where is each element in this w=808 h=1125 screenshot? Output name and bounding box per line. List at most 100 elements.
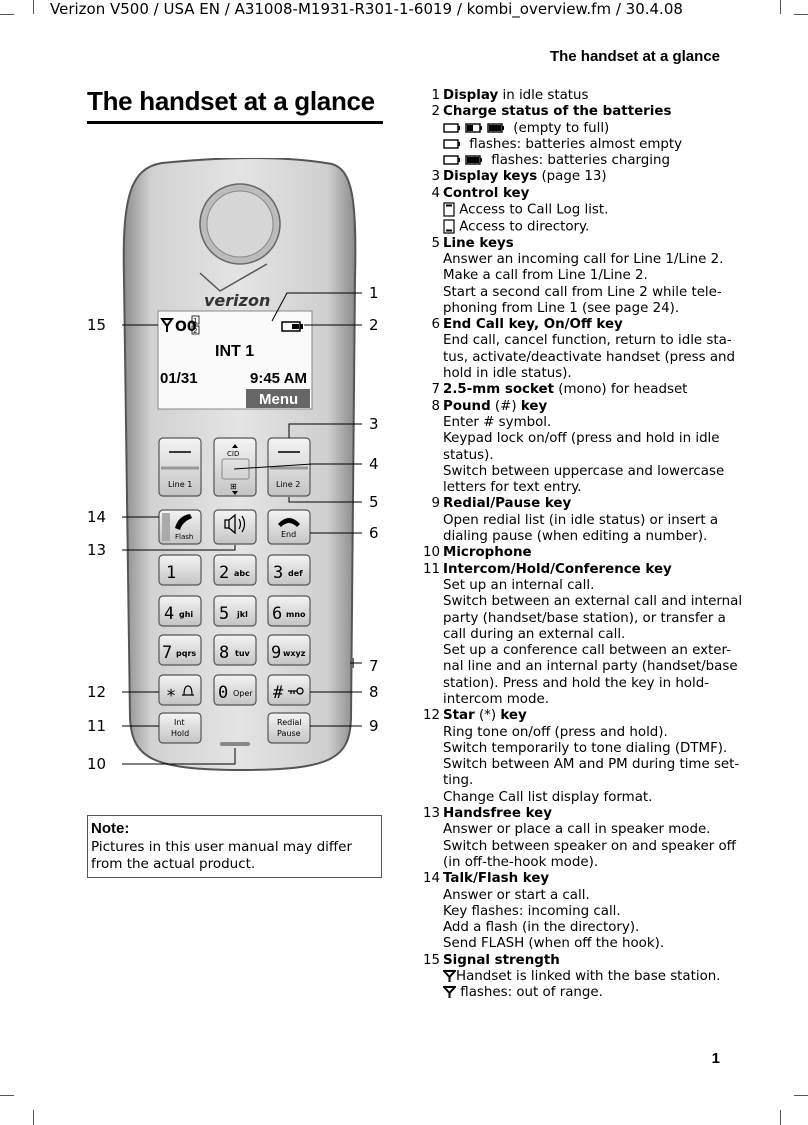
antenna-icon: [160, 318, 174, 332]
screen-date: 01/31: [160, 370, 198, 387]
legend-number: 2: [431, 104, 440, 120]
screen-menu-label: Menu: [259, 391, 298, 408]
svg-text:ghi: ghi: [179, 610, 193, 619]
intercom-hold-key: [158, 712, 202, 744]
running-title: The handset at a glance: [549, 48, 720, 65]
legend-description-text: dialing pause (when editing a number).: [443, 529, 708, 545]
legend-term-suffix: in idle status: [498, 88, 589, 103]
legend-description-text: Switch temporarily to tone dialing (DTMF…: [443, 740, 728, 756]
bell-icon: [182, 685, 194, 696]
legend-description-text: Enter # symbol.: [443, 414, 552, 430]
line-badge-2: 2: [193, 327, 197, 335]
svg-text:4: 4: [164, 604, 174, 624]
legend-number: 12: [422, 708, 440, 724]
legend-term-suffix: (page 13): [537, 169, 607, 185]
key-9: [267, 634, 311, 666]
legend-number: 5: [431, 235, 440, 251]
legend-description-text: Access to Call Log list.: [455, 202, 609, 218]
legend-term: Redial/Pause key: [443, 496, 572, 512]
crop-mark: [780, 0, 781, 14]
legend-description-line: Enter # symbol.: [443, 415, 735, 431]
earpiece: [206, 190, 274, 258]
legend-description-line: End call, cancel function, return to idl…: [443, 333, 735, 349]
legend-term: Display: [443, 88, 499, 103]
legend-description-line: Add a flash (in the directory).: [443, 920, 735, 936]
legend-description-text: status).: [443, 447, 494, 463]
callout-6: 6: [369, 524, 379, 542]
legend-term: Display keys: [443, 169, 538, 185]
key-4: [158, 595, 202, 627]
callout-13: 13: [87, 541, 106, 559]
end-call-icon: [278, 518, 300, 527]
svg-text:7: 7: [162, 643, 172, 663]
legend-term: Microphone: [443, 545, 532, 561]
callout-10: 10: [87, 755, 106, 773]
legend-term: Pound: [443, 398, 491, 414]
legend-description-text: letters for text entry.: [443, 480, 582, 496]
legend-description-line: call during an external call.: [443, 627, 735, 643]
screen-time: 9:45 AM: [250, 370, 307, 387]
legend-term: Intercom/Hold/Conference key: [443, 561, 672, 577]
screen-oo: O0: [175, 319, 197, 335]
legend-description-text: hold in idle status).: [443, 366, 572, 382]
control-key: [213, 437, 257, 497]
legend-description-line: Answer or place a call in speaker mode.: [443, 822, 735, 838]
legend-description-line: station). Press and hold the key in hold…: [443, 676, 735, 692]
legend-description-line: Answer an incoming call for Line 1/Line …: [443, 252, 735, 268]
legend-number: 9: [431, 496, 440, 512]
legend-description-text: Key flashes: incoming call.: [443, 903, 621, 919]
svg-text:Hold: Hold: [171, 729, 189, 738]
legend-description-text: flashes: batteries almost empty: [465, 136, 683, 152]
end-key: [267, 509, 311, 545]
legend-description-text: station). Press and hold the key in hold…: [443, 675, 710, 691]
legend-description-text: intercom mode.: [443, 691, 549, 707]
page-number: 1: [711, 1050, 720, 1067]
legend-description-line: Keypad lock on/off (press and hold in id…: [443, 431, 735, 447]
note-text: Pictures in this user manual may differ …: [91, 839, 353, 872]
legend-description-line: Make a call from Line 1/Line 2.: [443, 268, 735, 284]
svg-text:abc: abc: [234, 569, 250, 578]
legend-term-suffix: (*): [474, 708, 501, 724]
legend-description-text: flashes: batteries charging: [487, 153, 671, 169]
legend-description-line: status).: [443, 448, 735, 464]
crop-mark: [794, 14, 808, 15]
legend-description-line: Answer or start a call.: [443, 888, 735, 904]
svg-text:1: 1: [166, 563, 176, 583]
legend-term-key: key: [500, 708, 527, 724]
key-0: [213, 674, 257, 706]
battery-icon: [281, 321, 303, 332]
legend-description-line: letters for text entry.: [443, 480, 735, 496]
signal-antenna-icon: [443, 985, 456, 998]
svg-text:0: 0: [218, 683, 228, 703]
crop-mark: [0, 14, 14, 15]
callout-1: 1: [369, 284, 379, 302]
legend-description-line: flashes: batteries charging: [443, 153, 735, 169]
title-rule: [87, 121, 383, 124]
legend-number: 11: [422, 561, 440, 577]
microphone: [220, 742, 250, 746]
legend-description-text: nal line and an internal party (handset/…: [443, 659, 738, 675]
battery-empty-icon: [443, 122, 460, 133]
legend-description-line: Set up a conference call between an exte…: [443, 643, 735, 659]
legend-description-line: dialing pause (when editing a number).: [443, 529, 735, 545]
legend-term-suffix: (mono) for headset: [553, 382, 688, 398]
callout-12: 12: [87, 683, 106, 701]
page-title: The handset at a glance: [87, 86, 375, 116]
speaker-icon: [224, 513, 246, 535]
svg-text:tuv: tuv: [235, 649, 251, 658]
legend-description-line: flashes: out of range.: [443, 985, 735, 1001]
legend-description-text: Access to directory.: [455, 219, 590, 235]
legend-description-line: Switch between AM and PM during time set…: [443, 757, 739, 773]
legend-term: Handsfree key: [443, 806, 552, 822]
cid-label: CID: [227, 450, 239, 458]
legend-description-line: Switch temporarily to tone dialing (DTMF…: [443, 741, 735, 757]
svg-text:⊞: ⊞: [230, 482, 237, 491]
legend-number: 8: [431, 398, 440, 414]
legend-description-text: (empty to full): [509, 120, 610, 136]
legend-description-line: Access to Call Log list.: [443, 202, 735, 219]
legend-description-line: (in off-the-hook mode).: [443, 855, 735, 871]
svg-text:Pause: Pause: [277, 729, 301, 738]
